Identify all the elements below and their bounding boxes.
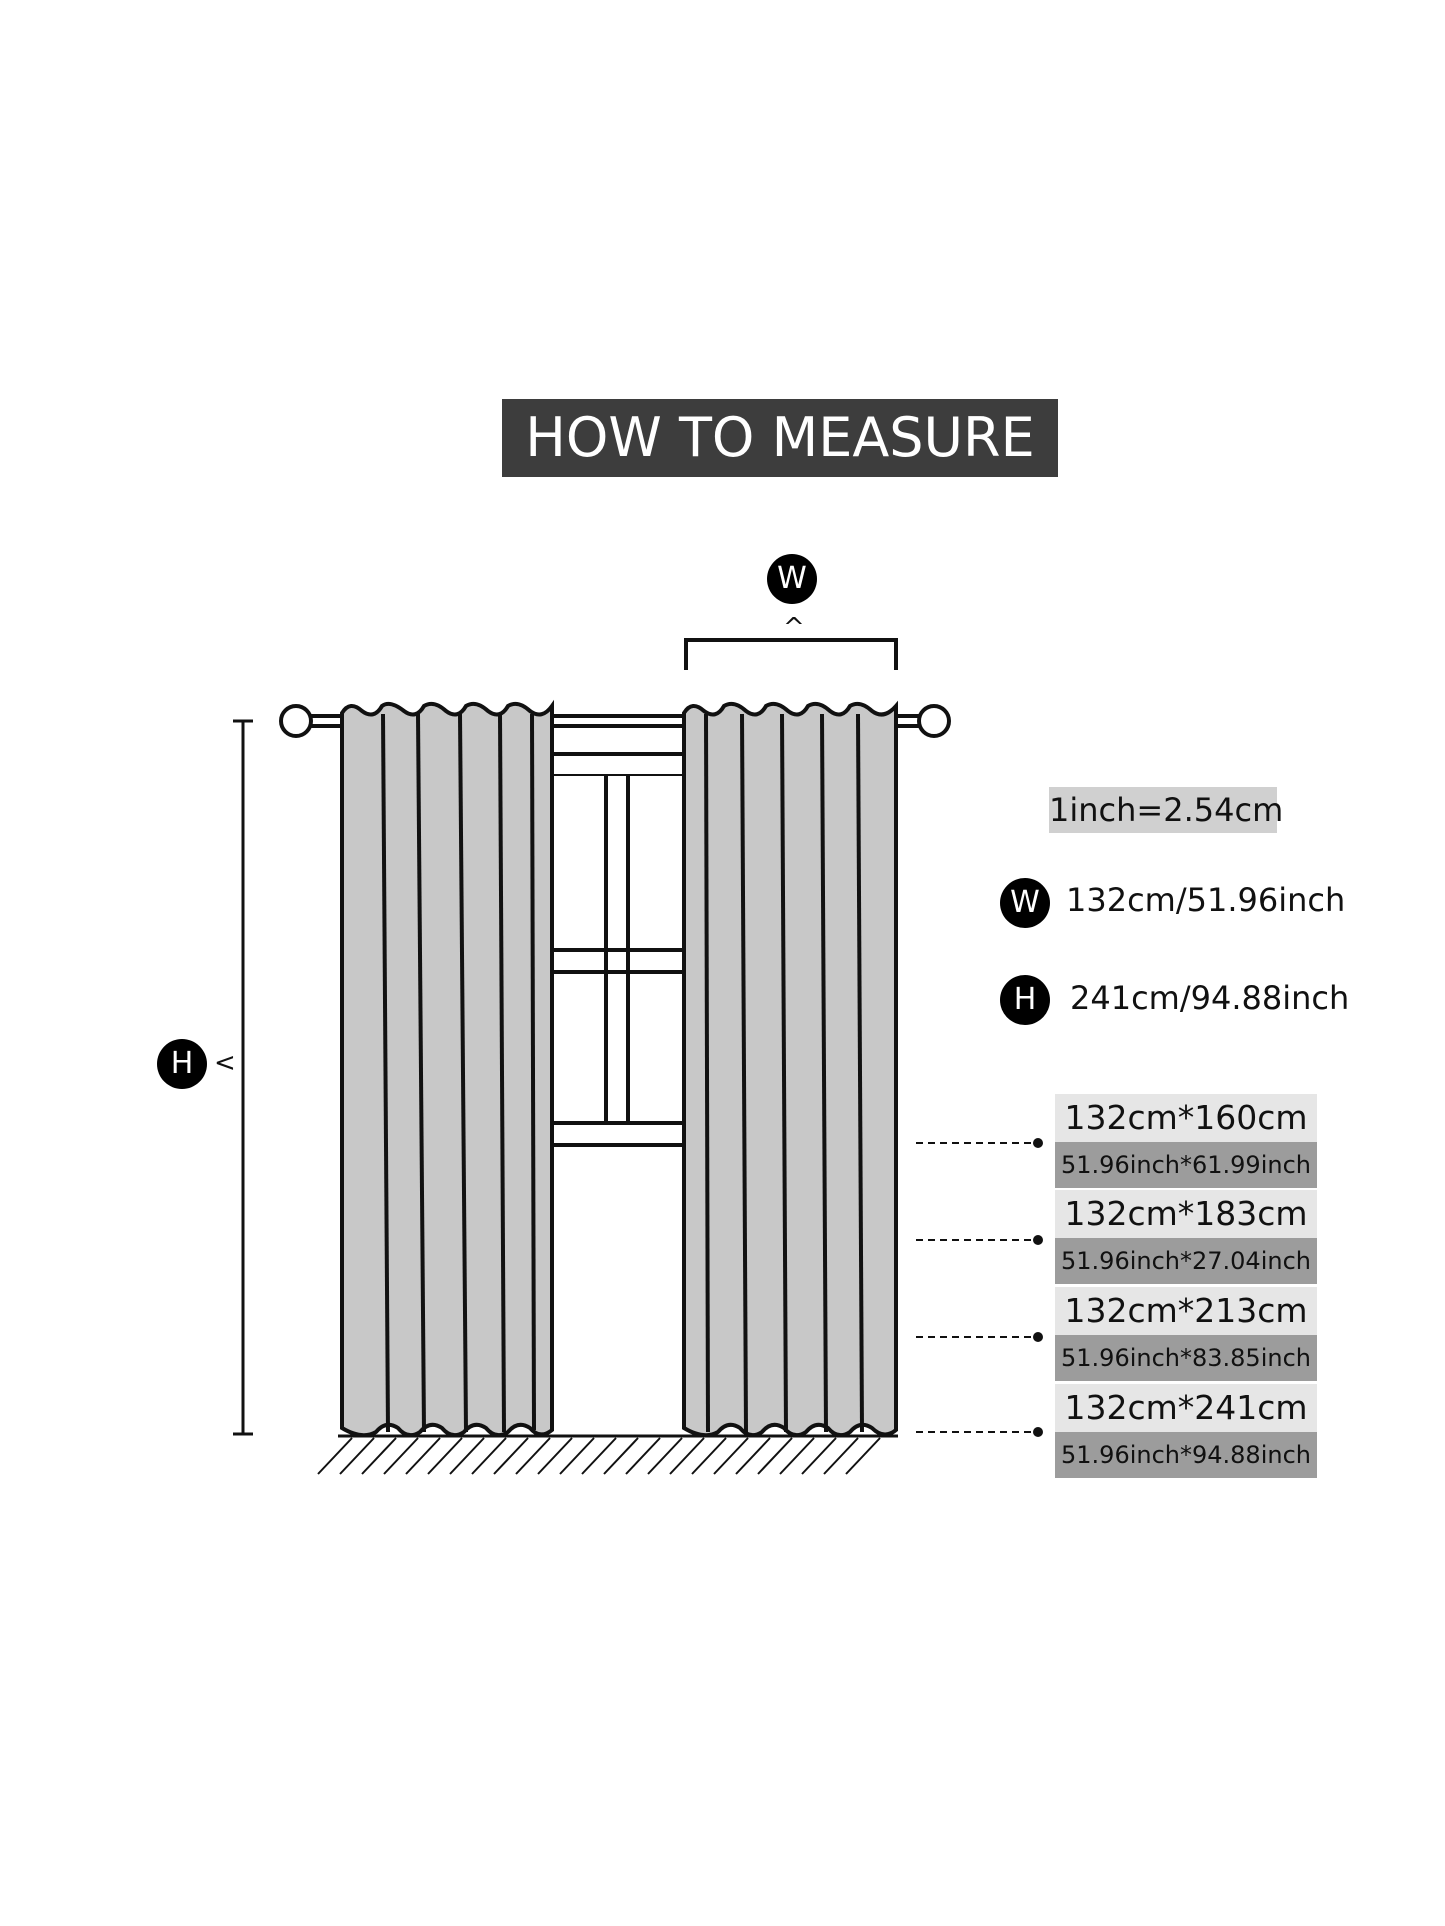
size-option-1-inch: 51.96inch*61.99inch [1055, 1142, 1317, 1188]
right-curtain-panel [682, 700, 898, 1438]
floor-hatch-stroke [779, 1437, 815, 1475]
spec-width-badge: W [1000, 878, 1050, 928]
left-curtain-panel [340, 699, 554, 1438]
floor-hatch-stroke [647, 1437, 683, 1475]
width-bracket [684, 638, 898, 670]
floor-hatch-stroke [691, 1437, 727, 1475]
height-badge: H [157, 1039, 207, 1089]
floor-hatch-stroke [713, 1437, 749, 1475]
spec-width-value: 132cm/51.96inch [1066, 881, 1346, 919]
floor-hatch-stroke [537, 1437, 573, 1475]
floor-hatch-stroke [471, 1437, 507, 1475]
width-badge: W [767, 554, 817, 604]
size-option-4-cm: 132cm*241cm [1055, 1384, 1317, 1432]
spec-height-badge: H [1000, 975, 1050, 1025]
floor-hatch-stroke [427, 1437, 463, 1475]
unit-conversion: 1inch=2.54cm [1049, 787, 1283, 833]
size-leader-lines [916, 1138, 1043, 1437]
floor-hatch-stroke [625, 1437, 661, 1475]
floor-hatch-stroke [515, 1437, 551, 1475]
floor-hatch-stroke [735, 1437, 771, 1475]
floor-hatch-stroke [339, 1437, 375, 1475]
size-option-4-inch: 51.96inch*94.88inch [1055, 1432, 1317, 1478]
floor-hatch-stroke [581, 1437, 617, 1475]
page-title: HOW TO MEASURE [502, 399, 1058, 477]
height-caret-icon: < [214, 1048, 236, 1078]
floor-hatch-stroke [361, 1437, 397, 1475]
spec-height-value: 241cm/94.88inch [1070, 979, 1350, 1017]
height-dimension-line [233, 719, 253, 1436]
floor-hatch-stroke [493, 1437, 529, 1475]
size-option-1-cm: 132cm*160cm [1055, 1094, 1317, 1142]
floor-hatch-stroke [559, 1437, 595, 1475]
width-caret-icon: ^ [783, 613, 805, 643]
floor-hatch-stroke [317, 1437, 353, 1475]
floor-hatch-stroke [669, 1437, 705, 1475]
floor-hatching [317, 1434, 898, 1475]
size-option-2-cm: 132cm*183cm [1055, 1190, 1317, 1238]
size-option-3-inch: 51.96inch*83.85inch [1055, 1335, 1317, 1381]
floor-hatch-stroke [757, 1437, 793, 1475]
size-option-3-cm: 132cm*213cm [1055, 1287, 1317, 1335]
floor-hatch-stroke [405, 1437, 441, 1475]
floor-hatch-stroke [383, 1437, 419, 1475]
window-frame [550, 752, 688, 1147]
floor-hatch-stroke [603, 1437, 639, 1475]
floor-hatch-stroke [823, 1437, 859, 1475]
size-option-2-inch: 51.96inch*27.04inch [1055, 1238, 1317, 1284]
floor-hatch-stroke [845, 1437, 881, 1475]
floor-hatch-stroke [801, 1437, 837, 1475]
floor-hatch-stroke [449, 1437, 485, 1475]
